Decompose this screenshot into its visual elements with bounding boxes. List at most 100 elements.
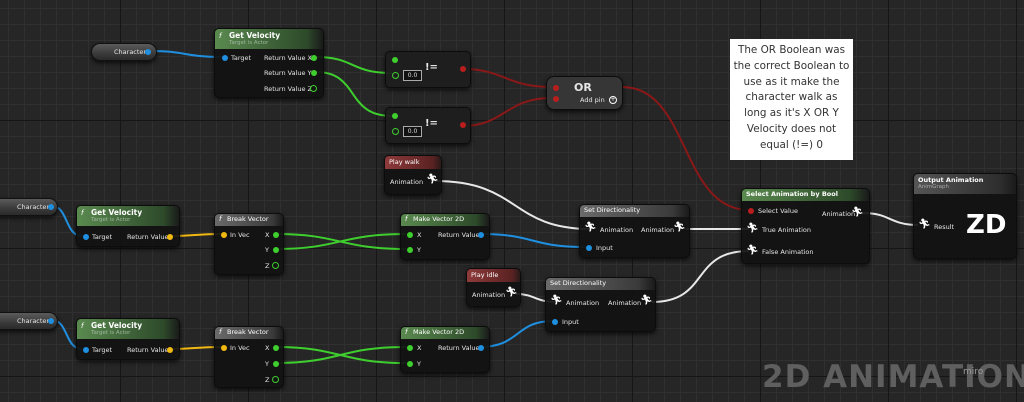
- break-vector-node-bottom[interactable]: f Break Vector In Vec X Y Z: [214, 326, 284, 388]
- node-header: Select Animation by Bool: [742, 189, 869, 201]
- neq-input-b-pin[interactable]: [392, 72, 399, 79]
- animation-input-pin-icon[interactable]: 🏃︎: [584, 222, 597, 233]
- character-node-bottom[interactable]: Character: [0, 312, 58, 330]
- wire-break-mid-y-to-make-x: [275, 233, 407, 250]
- node-title: Get Velocity: [229, 31, 281, 40]
- character-node-mid[interactable]: Character: [0, 198, 58, 216]
- break-vector-node-mid[interactable]: f Break Vector In Vec X Y Z: [214, 213, 284, 275]
- target-label: Target: [92, 233, 113, 241]
- neq-value-field[interactable]: 0.0: [403, 70, 422, 81]
- return-value-output-pin[interactable]: [167, 347, 173, 353]
- node-header: Play walk: [385, 156, 441, 169]
- neq-output-pin[interactable]: [460, 122, 466, 128]
- y-output-pin[interactable]: [273, 247, 279, 253]
- set-directionality-node-bottom[interactable]: Set Directionality 🏃︎ Animation Animatio…: [545, 277, 656, 332]
- return-value-output-pin[interactable]: [478, 232, 484, 238]
- node-title: Break Vector: [227, 328, 269, 336]
- node-header: f Get Velocity Target is Actor: [77, 319, 179, 339]
- neq-output-pin[interactable]: [460, 66, 466, 72]
- in-vec-input-pin[interactable]: [221, 345, 227, 351]
- y-input-pin[interactable]: [407, 247, 413, 253]
- function-icon: f: [81, 322, 84, 330]
- select-value-label: Select Value: [758, 207, 798, 215]
- z-output-pin[interactable]: [272, 376, 279, 383]
- x-output-pin[interactable]: [273, 232, 279, 238]
- result-input-pin-icon[interactable]: 🏃︎: [918, 219, 931, 230]
- or-input-b-pin[interactable]: [553, 96, 559, 102]
- node-header: Output Animation AnimGraph: [914, 174, 1016, 194]
- true-animation-pin-icon[interactable]: 🏃︎: [746, 223, 759, 234]
- target-input-pin[interactable]: [83, 234, 89, 240]
- add-pin-button[interactable]: Add pin: [580, 96, 605, 104]
- node-subtitle: Target is Actor: [229, 40, 269, 46]
- character-output-pin[interactable]: [48, 318, 54, 324]
- node-title: Play walk: [389, 158, 420, 166]
- false-animation-pin-icon[interactable]: 🏃︎: [746, 245, 759, 256]
- y-output-pin[interactable]: [273, 361, 279, 367]
- or-node[interactable]: OR Add pin +: [546, 76, 623, 110]
- make-vector-2d-node-bottom[interactable]: f Make Vector 2D X Return Value Y: [400, 326, 490, 373]
- select-animation-by-bool-node[interactable]: Select Animation by Bool Select Value An…: [741, 188, 870, 264]
- not-equal-node-1[interactable]: 0.0 !=: [385, 51, 471, 88]
- character-label: Character: [17, 203, 50, 211]
- neq-input-a-pin[interactable]: [392, 57, 398, 63]
- y-input-pin[interactable]: [407, 361, 413, 367]
- character-output-pin[interactable]: [48, 204, 54, 210]
- return-value-output-pin[interactable]: [167, 234, 173, 240]
- y-label: Y: [417, 360, 421, 368]
- x-label: X: [417, 344, 422, 352]
- return-y-label: Return Value Y: [264, 69, 312, 77]
- input-label: Input: [562, 318, 579, 326]
- return-x-output-pin[interactable]: [311, 55, 317, 61]
- node-header: f Break Vector: [215, 327, 283, 339]
- wire-break-bot-y-to-make-x: [275, 346, 407, 364]
- target-input-pin[interactable]: [83, 347, 89, 353]
- neq-input-a-pin[interactable]: [392, 113, 398, 119]
- input-vector-pin[interactable]: [552, 319, 558, 325]
- return-z-output-pin[interactable]: [310, 85, 317, 92]
- return-value-output-pin[interactable]: [478, 345, 484, 351]
- set-directionality-node-top[interactable]: Set Directionality 🏃︎ Animation Animatio…: [579, 204, 690, 258]
- animation-output-pin-icon[interactable]: 🏃︎: [851, 207, 864, 218]
- get-velocity-node-top[interactable]: f Get Velocity Target is Actor Target Re…: [214, 28, 324, 98]
- neq-input-b-pin[interactable]: [392, 128, 399, 135]
- node-title: Break Vector: [227, 215, 269, 223]
- input-vector-pin[interactable]: [586, 245, 592, 251]
- node-title: Get Velocity: [91, 321, 143, 330]
- watermark-title: 2D ANIMATION: [762, 359, 1024, 395]
- not-equal-node-2[interactable]: 0.0 !=: [385, 107, 471, 144]
- wire-setdir-to-select-false: [651, 250, 750, 303]
- function-icon: f: [405, 215, 408, 223]
- add-pin-icon[interactable]: +: [609, 96, 617, 104]
- neq-value-field[interactable]: 0.0: [403, 126, 422, 137]
- return-y-output-pin[interactable]: [311, 70, 317, 76]
- play-walk-node[interactable]: Play walk Animation 🏃︎: [384, 155, 442, 195]
- animation-output-pin-icon[interactable]: 🏃︎: [505, 287, 518, 298]
- play-idle-node[interactable]: Play idle Animation 🏃︎: [466, 268, 521, 307]
- select-value-pin[interactable]: [748, 208, 754, 214]
- output-animation-node[interactable]: Output Animation AnimGraph 🏃︎ Result ZD: [913, 173, 1017, 259]
- in-vec-input-pin[interactable]: [221, 232, 227, 238]
- get-velocity-node-mid[interactable]: f Get Velocity Target is Actor Target Re…: [76, 205, 180, 247]
- or-input-a-pin[interactable]: [553, 85, 559, 91]
- return-x-label: Return Value X: [264, 54, 313, 62]
- animation-in-label: Animation: [566, 299, 600, 307]
- x-label: X: [265, 344, 270, 352]
- character-output-pin[interactable]: [145, 49, 151, 55]
- node-subtitle: Target is Actor: [91, 330, 131, 336]
- zd-logo: ZD: [966, 210, 1007, 240]
- target-input-pin[interactable]: [222, 55, 228, 61]
- animation-input-pin-icon[interactable]: 🏃︎: [550, 295, 563, 306]
- animation-output-pin-icon[interactable]: 🏃︎: [426, 174, 439, 185]
- character-node-top[interactable]: Character: [91, 43, 157, 61]
- animation-output-pin-icon[interactable]: 🏃︎: [673, 222, 686, 233]
- x-input-pin[interactable]: [407, 232, 413, 238]
- x-input-pin[interactable]: [407, 345, 413, 351]
- make-vector-2d-node-mid[interactable]: f Make Vector 2D X Return Value Y: [400, 213, 490, 260]
- node-header: f Make Vector 2D: [401, 214, 489, 226]
- animation-output-pin-icon[interactable]: 🏃︎: [640, 295, 653, 306]
- get-velocity-node-bottom[interactable]: f Get Velocity Target is Actor Target Re…: [76, 318, 180, 360]
- z-output-pin[interactable]: [272, 262, 279, 269]
- x-output-pin[interactable]: [273, 345, 279, 351]
